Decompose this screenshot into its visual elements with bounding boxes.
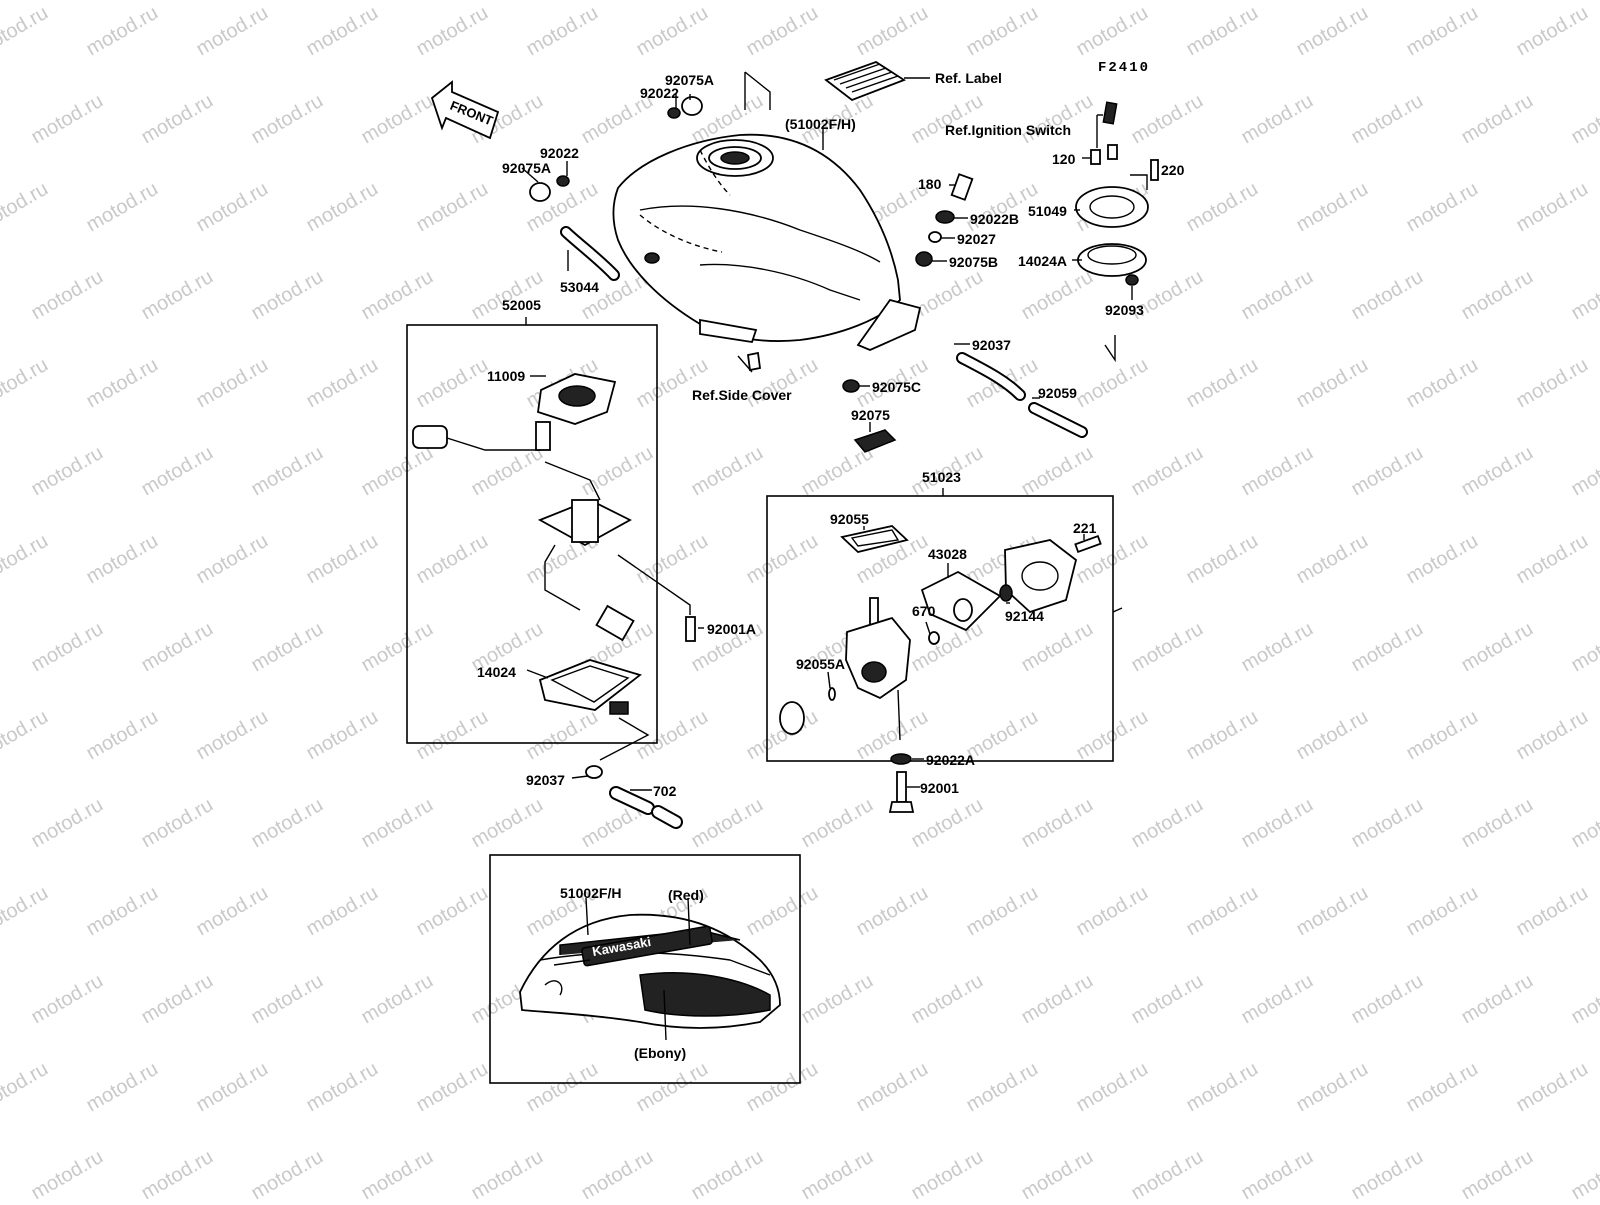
label-43028: 43028 [928,546,967,562]
label-ref-ignition: Ref.Ignition Switch [945,122,1071,138]
label-92075: 92075 [851,407,890,423]
painted-tank [519,913,781,1029]
label-red: (Red) [668,887,704,903]
pump-assy-box [406,324,658,744]
label-51049: 51049 [1028,203,1067,219]
label-ebony: (Ebony) [634,1045,687,1061]
label-702: 702 [653,783,677,799]
label-92037-bottom: 92037 [526,772,565,788]
label-92027: 92027 [957,231,996,247]
collar-92022-left [556,175,570,187]
label-92037-top: 92037 [972,337,1011,353]
label-92055a: 92055A [796,656,846,672]
label-92075a-top: 92075A [665,72,715,88]
label-92022b: 92022B [970,211,1020,227]
fuel-cock-assy [779,525,1102,813]
label-92075c: 92075C [872,379,922,395]
label-52005: 52005 [502,297,541,313]
label-92055: 92055 [830,511,869,527]
diagram-code: F2410 [1098,60,1151,76]
fuel-cock-box [766,495,1114,762]
ref-label-plate [824,61,930,102]
label-120: 120 [1052,151,1076,167]
label-92001: 92001 [920,780,959,796]
color-inset-box [489,854,801,1084]
label-51023: 51023 [922,469,961,485]
label-ref-label: Ref. Label [935,70,1002,86]
label-221: 221 [1073,520,1097,536]
damper-92075a-top [681,96,703,116]
label-92001a: 92001A [707,621,757,637]
fuel-cap-group [1075,101,1159,363]
fuel-tank [612,133,901,344]
label-14024: 14024 [477,664,516,680]
label-92075a-left: 92075A [502,160,552,176]
label-92022-top: 92022 [640,85,679,101]
label-92022a: 92022A [926,752,976,768]
label-51002fh-main: (51002F/H) [785,116,856,132]
label-92075b: 92075B [949,254,999,270]
label-14024a: 14024A [1018,253,1068,269]
label-92093: 92093 [1105,302,1144,318]
label-92059: 92059 [1038,385,1077,401]
label-92144: 92144 [1005,608,1044,624]
label-180: 180 [918,176,942,192]
label-11009: 11009 [487,368,526,384]
label-220: 220 [1161,162,1185,178]
label-92022-left: 92022 [540,145,579,161]
collar-92022-top [667,107,681,119]
damper-92075a-left [529,182,551,202]
label-53044: 53044 [560,279,599,295]
label-ref-side-cover: Ref.Side Cover [692,387,792,403]
fuel-pump-assy [412,373,642,715]
label-670: 670 [912,603,936,619]
label-51002fh-inset: 51002F/H [560,885,622,901]
